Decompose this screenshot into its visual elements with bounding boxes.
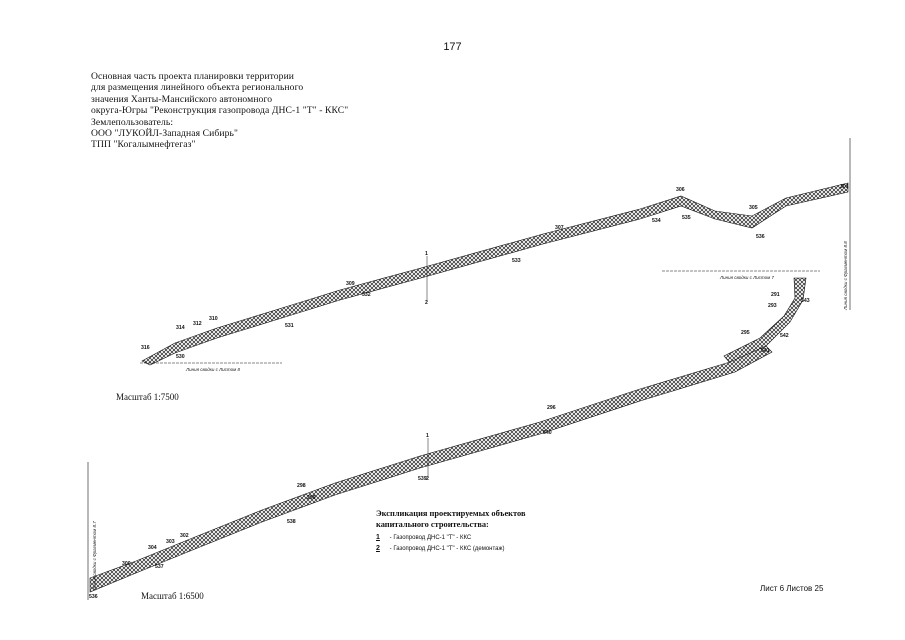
legend-title: Экспликация проектируемых объектов [376,509,526,518]
point-label: 543 [801,298,810,304]
point-label: 310 [209,316,218,322]
title-block: Основная часть проекта планировки террит… [91,71,421,151]
title-line: для размещения линейного объекта региона… [91,82,304,94]
point-label: 531 [285,323,294,329]
land-user-label: Землепользователь: [91,116,174,128]
legend-item: 1 - Газопровод ДНС-1 "Т" - ККС [376,534,596,541]
point-label: 304 [148,545,157,551]
point-label: 541 [761,348,770,354]
point-label: 303 [166,539,175,545]
pipe-marker: 1 [426,433,429,439]
legend-title: капитального строительства: [376,520,489,529]
title-line: Основная часть проекта планировки террит… [91,71,295,82]
pipe-marker: 1 [425,251,428,257]
legend-item-number: 1 [376,534,380,541]
point-label: 306 [676,187,685,193]
point-label: 540 [543,430,552,436]
legend-item-text: - Газопровод ДНС-1 "Т" - ККС [389,535,472,541]
title-line: значения Ханты-Мансийского автономного [91,93,273,105]
lower-scale: Масштаб 1:6500 [141,591,204,601]
match-line-upper-right-label: Линия сводки с Листом 7 [719,275,774,280]
pipe-marker: 2 [425,300,428,306]
point-label: 312 [193,321,202,327]
pipe-marker: 2 [426,476,429,482]
lower-corridor [89,345,773,593]
point-label: 537 [155,564,164,570]
point-label: 532 [362,292,371,298]
match-line-left-vertical-label: Линия сводки с Фрагментом 8.7 [92,521,97,591]
point-label: 536 [89,594,98,600]
match-line-upper-left-label: Линия сводки с Листом 8 [185,367,240,372]
point-label: 535 [682,215,691,221]
upper-scale: Масштаб 1:7500 [116,392,179,402]
point-label: 314 [176,325,185,331]
point-label: 299 [307,495,316,501]
point-label: 295 [741,330,750,336]
point-label: 307 [555,225,564,231]
legend-item-text: - Газопровод ДНС-1 "Т" - ККС (демонтаж) [389,546,505,552]
point-label: 536 [756,234,765,240]
point-label: 300 [122,561,131,567]
title-line: округа-Югры "Реконструкция газопровода Д… [91,105,349,117]
point-label: 296 [547,405,556,411]
point-label: 534 [652,218,661,224]
land-user-division: ТПП "Когалымнефтегаз" [91,139,196,151]
point-label: 530 [176,354,185,360]
upper-corridor [141,182,849,366]
point-label: 542 [780,333,789,339]
point-label: 302 [180,533,189,539]
point-label: 305 [749,205,758,211]
point-label: 291 [771,292,780,298]
point-label: 309 [346,281,355,287]
point-label: 533 [512,258,521,264]
legend-item: 2 - Газопровод ДНС-1 "Т" - ККС (демонтаж… [376,545,596,552]
point-label: 538 [287,519,296,525]
point-label: 293 [768,303,777,309]
point-label: 298 [297,483,306,489]
legend: Экспликация проектируемых объектов капит… [376,508,596,552]
page-number: 177 [443,41,462,53]
point-label: 316 [141,345,150,351]
land-user-company: ООО "ЛУКОЙЛ-Западная Сибирь" [91,128,238,140]
point-label: 539 [418,476,427,482]
point-label: 301 [840,184,849,190]
sheet-info: Лист 6 Листов 25 [760,584,824,593]
legend-item-number: 2 [376,545,380,552]
match-line-right-vertical-label: Линия сводки с Фрагментом 8.8 [843,241,848,311]
